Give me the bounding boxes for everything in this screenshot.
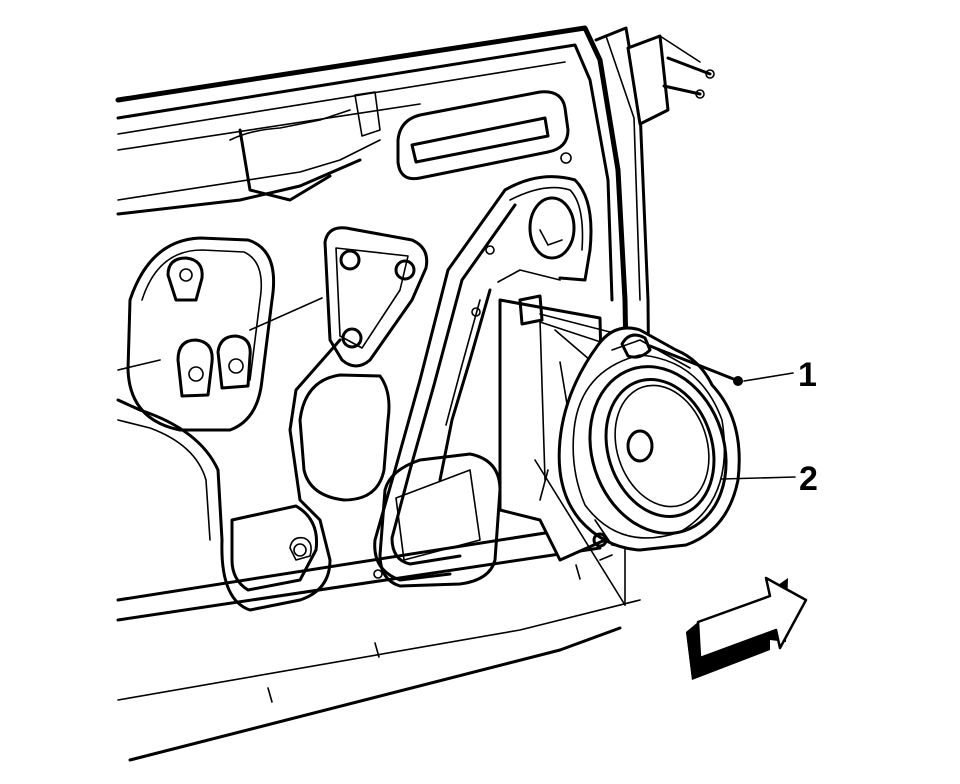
left-frame-loop <box>116 338 342 612</box>
callout-1-label: 1 <box>798 356 817 394</box>
callout-2: 2 <box>721 460 818 498</box>
hinge-bracket <box>626 34 715 126</box>
center-cutout <box>298 373 391 502</box>
upper-window-slot <box>396 90 572 181</box>
callout-1: 1 <box>743 356 817 394</box>
front-direction-arrow-icon <box>686 576 808 680</box>
door-speaker <box>557 326 741 552</box>
upper-rails <box>116 91 381 216</box>
speaker-fastener <box>648 344 743 386</box>
left-cutout <box>117 236 276 432</box>
callout-2-label: 2 <box>799 460 818 498</box>
inner-panel <box>373 175 593 588</box>
mounting-plate <box>249 226 429 368</box>
